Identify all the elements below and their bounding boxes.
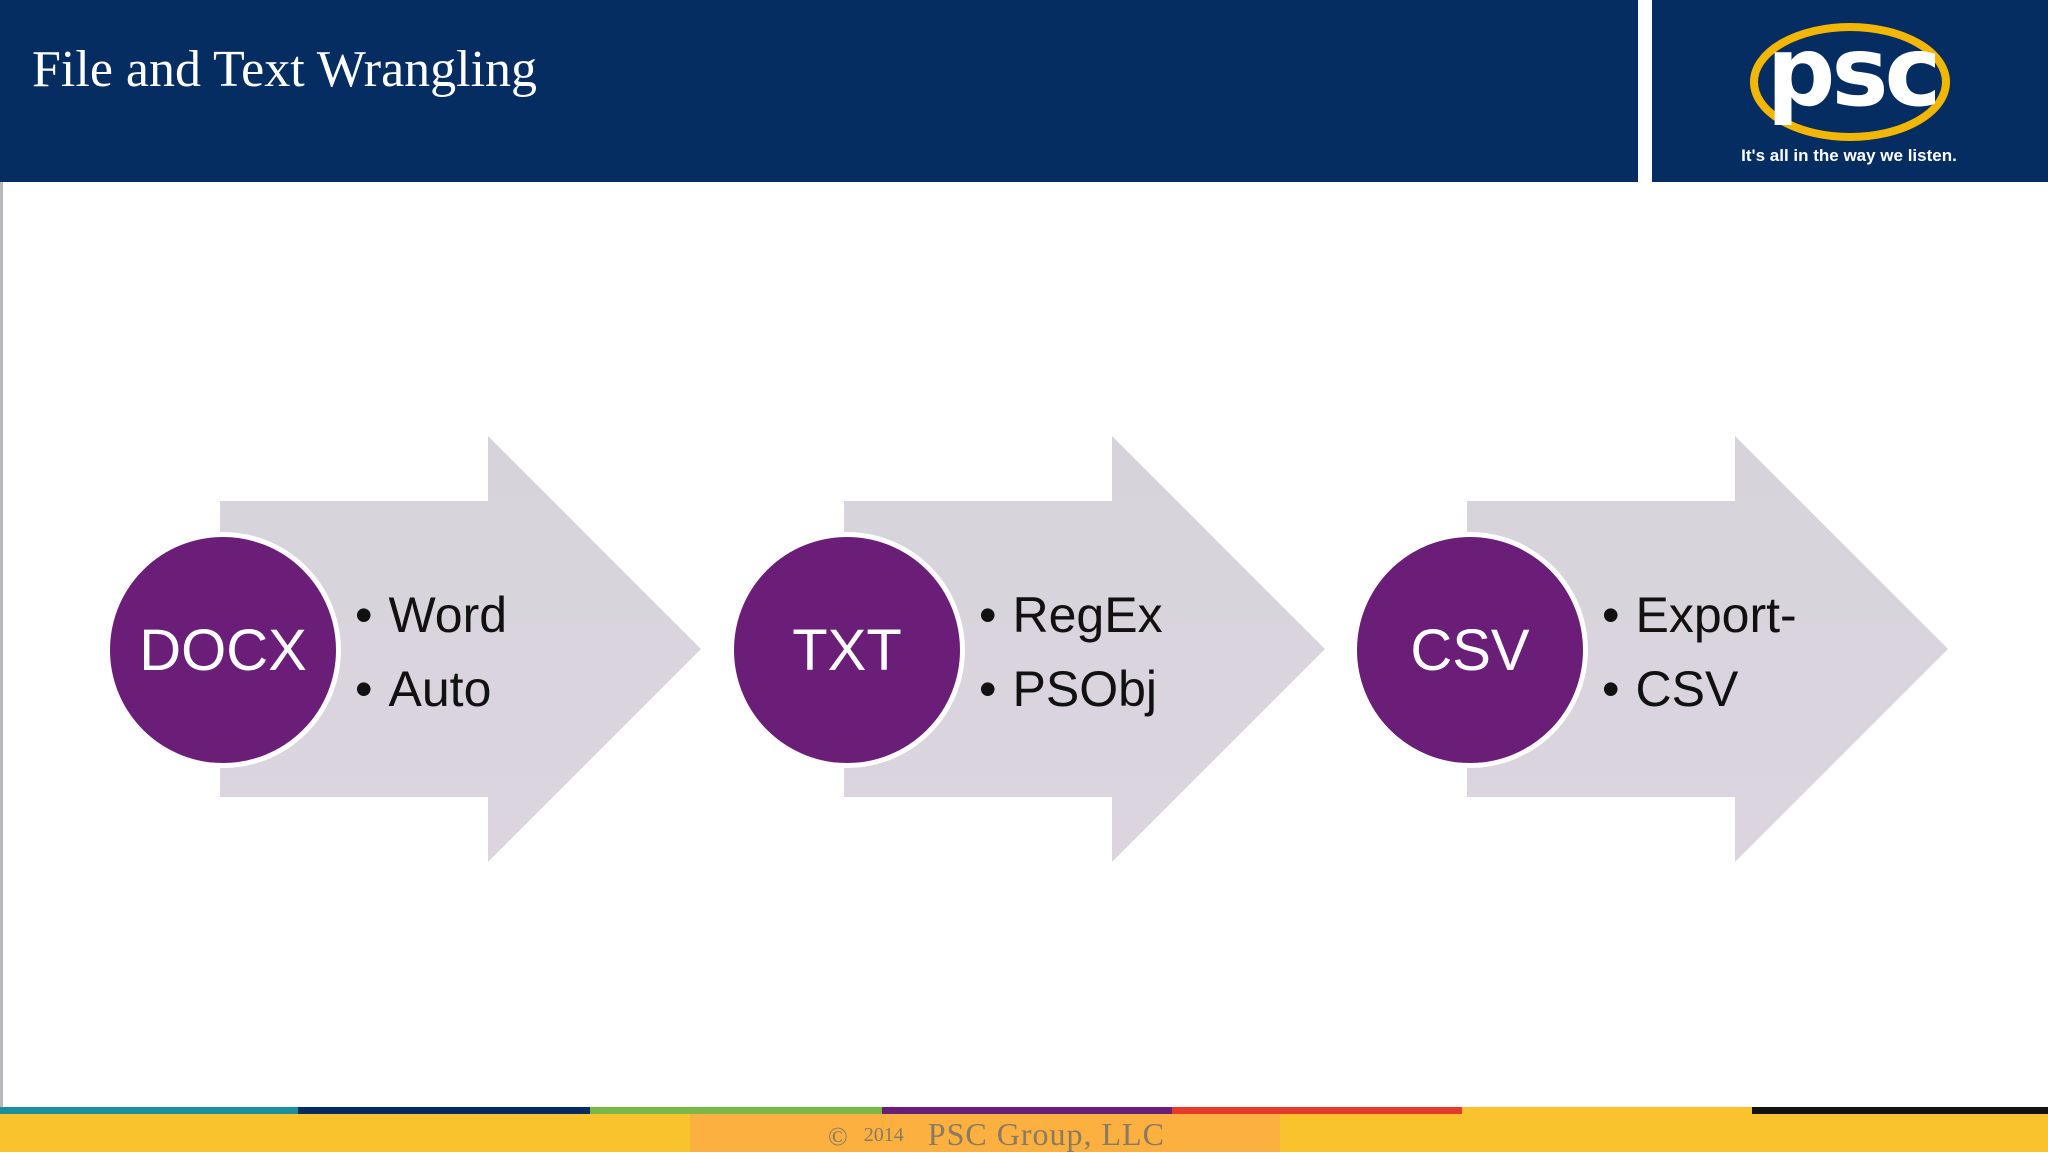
process-step-csv: CSV Export- CSV bbox=[1352, 436, 1952, 862]
bullet-item: CSV bbox=[1602, 652, 1797, 726]
copyright-symbol: © bbox=[828, 1122, 848, 1151]
bullet-item: RegEx bbox=[979, 578, 1163, 652]
bullet-item: Auto bbox=[355, 652, 507, 726]
process-diagram: DOCX Word Auto TXT RegEx PSObj bbox=[0, 182, 2048, 1107]
step-circle: DOCX bbox=[105, 532, 341, 768]
bullet-item: PSObj bbox=[979, 652, 1163, 726]
left-rule bbox=[0, 182, 3, 1107]
copyright-notice: © 2014 PSC Group, LLC bbox=[828, 1116, 1165, 1153]
psc-logo: psc It's all in the way we listen. bbox=[1652, 0, 2048, 182]
process-step-txt: TXT RegEx PSObj bbox=[729, 436, 1329, 862]
bullet-item: Word bbox=[355, 578, 508, 652]
logo-tagline: It's all in the way we listen. bbox=[1741, 146, 1957, 165]
step-bullets: Export- CSV bbox=[1602, 578, 1797, 726]
step-circle: CSV bbox=[1352, 532, 1588, 768]
bullet-item: Export- bbox=[1602, 578, 1797, 652]
logo-wordmark: psc bbox=[1766, 16, 1942, 128]
header-bar: File and Text Wrangling psc It's all in … bbox=[0, 0, 2048, 182]
logo-ring-icon bbox=[1750, 23, 1950, 141]
step-bullets: Word Auto bbox=[355, 578, 508, 726]
footer-band bbox=[690, 1114, 1280, 1152]
copyright-year: 2014 bbox=[863, 1124, 904, 1146]
footer-color-stripes bbox=[0, 1107, 2048, 1114]
footer-bar bbox=[0, 1114, 2048, 1152]
step-circle: TXT bbox=[729, 532, 965, 768]
page-title: File and Text Wrangling bbox=[32, 41, 538, 98]
process-step-docx: DOCX Word Auto bbox=[105, 436, 705, 862]
step-bullets: RegEx PSObj bbox=[979, 578, 1163, 726]
company-name: PSC Group, LLC bbox=[927, 1116, 1165, 1152]
header-divider bbox=[1638, 0, 1652, 182]
